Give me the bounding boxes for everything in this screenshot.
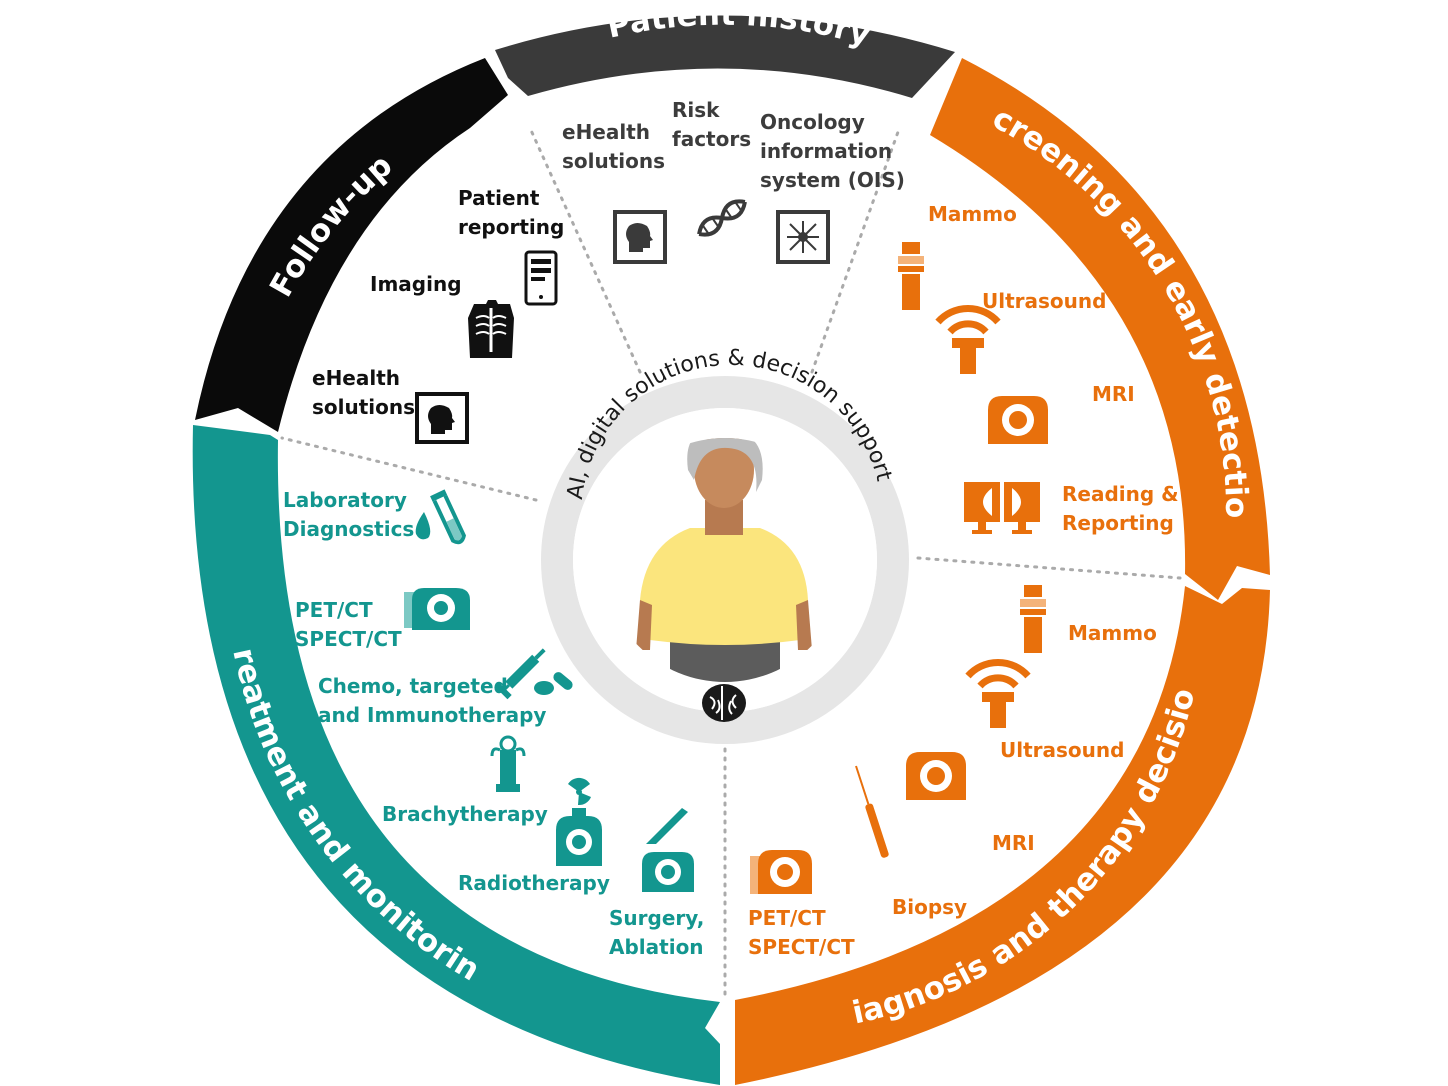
- syringe-pills-icon: [494, 648, 573, 700]
- screening-item-mammo: Mammo: [928, 202, 1017, 226]
- diagnosis-item-biopsy: Biopsy: [892, 895, 968, 919]
- center-ring: [541, 376, 909, 744]
- smartphone-icon: [524, 250, 558, 306]
- mammography-icon: [898, 242, 924, 310]
- xray-chest-icon: [468, 300, 514, 358]
- ultrasound-icon: [935, 305, 1001, 374]
- treatment-item-chemo: Chemo, targeted and Immunotherapy: [318, 674, 547, 727]
- segment-patient-history[interactable]: [495, 15, 955, 98]
- patient-avatar: [636, 438, 812, 682]
- segment-screening[interactable]: [930, 58, 1270, 600]
- follow-up-item-imaging: Imaging: [370, 272, 462, 296]
- diagnosis-item-mammo: Mammo: [1068, 621, 1157, 645]
- brain-icon: [702, 684, 746, 722]
- dna-icon: [697, 199, 747, 237]
- treatment-item-brachytherapy: Brachytherapy: [382, 802, 548, 826]
- ultrasound-icon: [965, 659, 1031, 728]
- test-tube-drop-icon: [415, 489, 466, 545]
- head-profile-icon: [613, 210, 667, 264]
- diagnosis-item-pet-ct: PET/CT SPECT/CT: [748, 906, 855, 959]
- mri-scanner-icon: [906, 752, 966, 800]
- follow-up-item-ehealth: eHealth solutions: [312, 366, 416, 419]
- follow-up-item-patient-reporting: Patient reporting: [458, 186, 565, 239]
- segment-follow-up[interactable]: [195, 58, 508, 432]
- biopsy-needle-icon: [855, 765, 889, 858]
- treatment-item-pet-ct: PET/CT SPECT/CT: [295, 598, 402, 651]
- screening-item-mri: MRI: [1092, 382, 1135, 406]
- patient-history-item-risk-factors: Risk factors: [672, 98, 752, 151]
- segment-dividers: [280, 126, 1182, 1002]
- patient-history-item-ois: Oncology information system (OIS): [760, 110, 905, 192]
- pet-ct-scanner-icon: [750, 850, 812, 894]
- mri-scanner-icon: [988, 396, 1048, 444]
- patient-history-item-ehealth: eHealth solutions: [562, 120, 666, 173]
- mammography-icon: [1020, 585, 1046, 653]
- pet-ct-scanner-icon: [404, 588, 470, 630]
- scalpel-scanner-icon: [642, 808, 694, 892]
- diagnosis-item-mri: MRI: [992, 831, 1035, 855]
- treatment-item-surgery: Surgery, Ablation: [609, 906, 705, 959]
- brachytherapy-icon: [490, 735, 526, 792]
- screening-item-ultrasound: Ultrasound: [982, 289, 1107, 313]
- network-icon: [776, 210, 830, 264]
- segment-diagnosis[interactable]: [735, 586, 1270, 1085]
- diagnosis-item-ultrasound: Ultrasound: [1000, 738, 1125, 762]
- treatment-item-laboratory: Laboratory Diagnostics: [283, 488, 415, 541]
- treatment-item-radiotherapy: Radiotherapy: [458, 871, 610, 895]
- ring-segments: [192, 15, 1270, 1085]
- radiotherapy-icon: [556, 777, 602, 866]
- screening-item-reading: Reading & Reporting: [1062, 482, 1179, 535]
- head-profile-icon: [415, 392, 469, 444]
- segment-treatment[interactable]: [192, 425, 720, 1085]
- reading-monitors-icon: [964, 482, 1040, 534]
